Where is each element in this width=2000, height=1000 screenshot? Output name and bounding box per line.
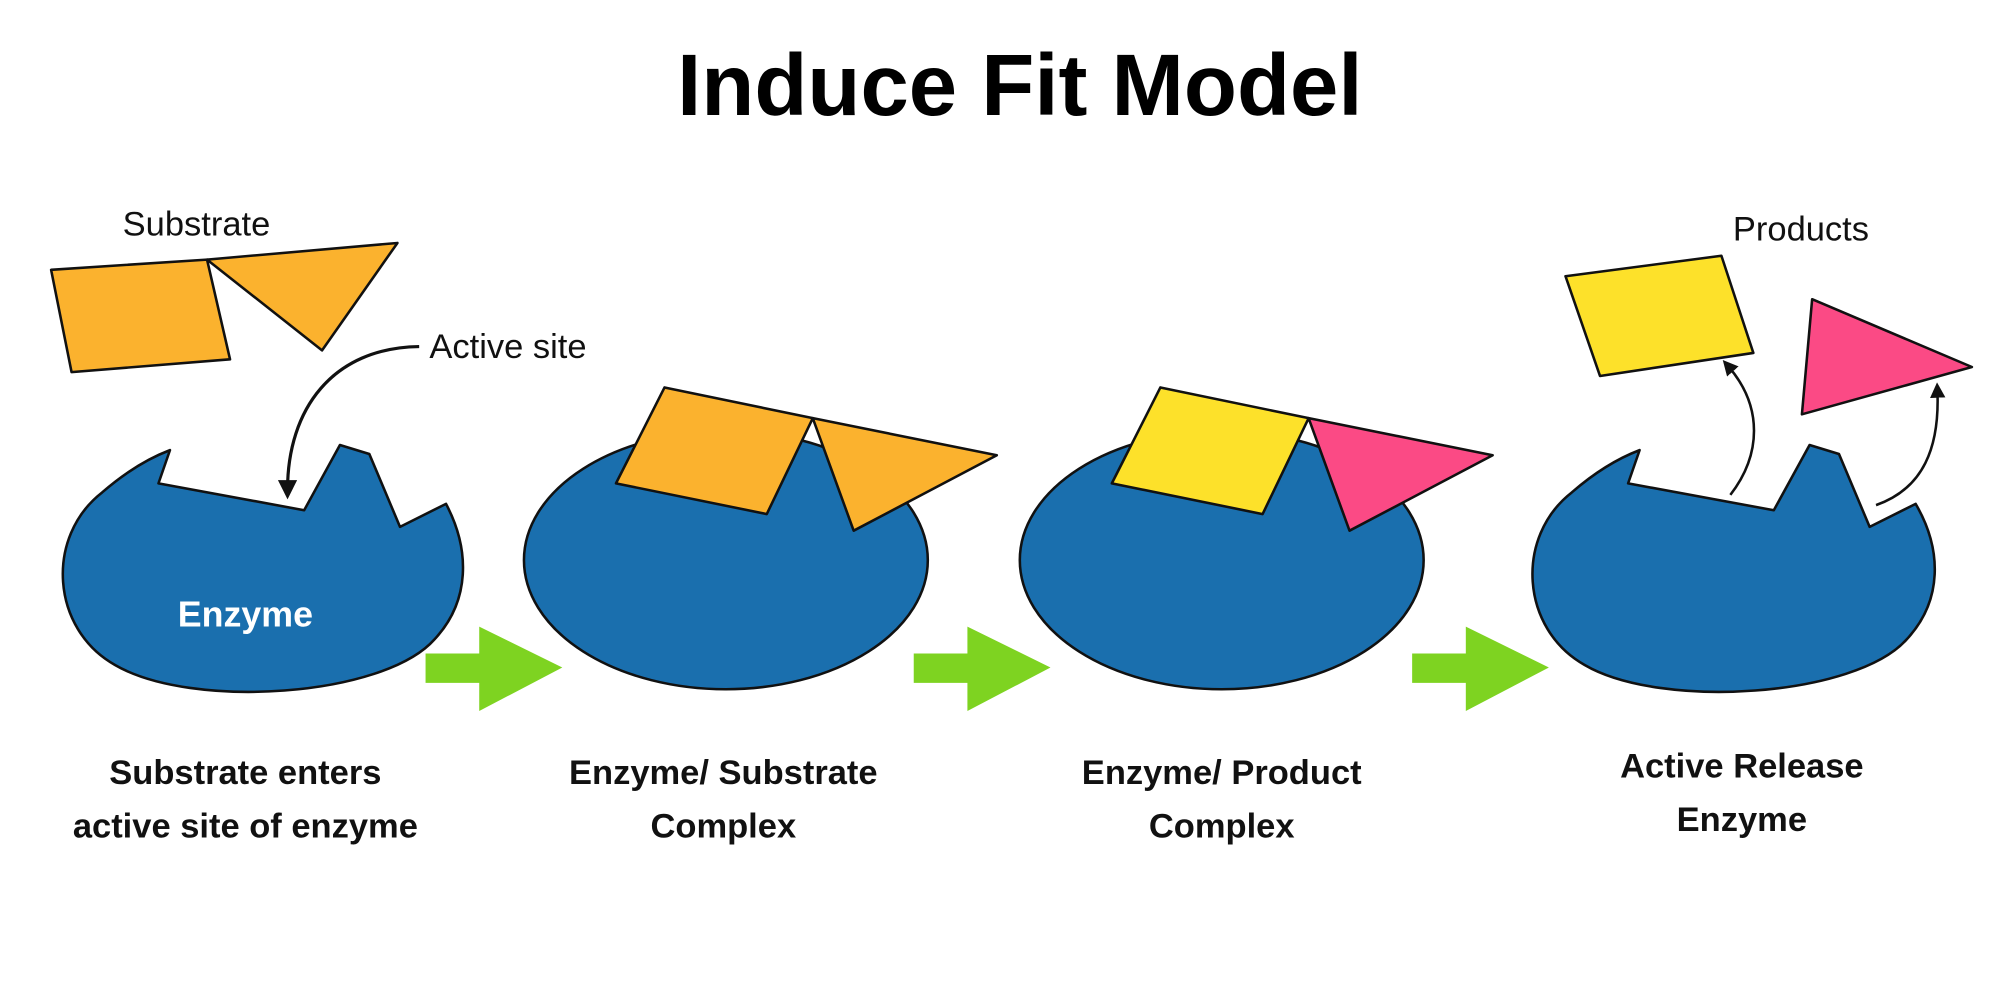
product-square-bound bbox=[1110, 386, 1310, 516]
caption-1-line1: Substrate enters bbox=[109, 754, 381, 792]
caption-3-line2: Complex bbox=[1149, 808, 1295, 846]
caption-1: Substrate enters active site of enzyme bbox=[73, 754, 418, 846]
caption-3-line1: Enzyme/ Product bbox=[1082, 754, 1362, 792]
substrate-square-bound bbox=[614, 386, 815, 516]
enzyme-4 bbox=[1531, 443, 1937, 694]
caption-4-line2: Enzyme bbox=[1677, 801, 1807, 839]
stage-4: Products bbox=[1531, 210, 1974, 694]
caption-1-line2: active site of enzyme bbox=[73, 808, 418, 846]
product-triangle-bound bbox=[1307, 416, 1494, 532]
products-label: Products bbox=[1733, 210, 1869, 248]
enzyme-label: Enzyme bbox=[178, 595, 313, 635]
stage-3 bbox=[1018, 386, 1494, 691]
substrate-triangle-bound bbox=[811, 416, 999, 532]
caption-4: Active Release Enzyme bbox=[1620, 747, 1864, 839]
release-arrow-2 bbox=[1875, 382, 1946, 507]
substrate-triangle bbox=[205, 241, 399, 352]
active-site-label: Active site bbox=[429, 328, 586, 366]
active-site-arrow bbox=[277, 344, 420, 500]
caption-2-line1: Enzyme/ Substrate bbox=[569, 754, 878, 792]
substrate-square bbox=[49, 258, 232, 374]
caption-2-line2: Complex bbox=[650, 808, 796, 846]
release-arrow-1 bbox=[1722, 359, 1756, 496]
product-square bbox=[1564, 254, 1755, 378]
stage-1: Substrate Active site Enzyme bbox=[49, 205, 587, 694]
stage-2 bbox=[522, 386, 999, 691]
caption-2: Enzyme/ Substrate Complex bbox=[569, 754, 878, 846]
step-arrow-3 bbox=[1412, 626, 1549, 711]
enzyme-1 bbox=[61, 443, 465, 694]
caption-4-line1: Active Release bbox=[1620, 747, 1864, 785]
caption-3: Enzyme/ Product Complex bbox=[1082, 754, 1362, 846]
substrate-label: Substrate bbox=[123, 205, 271, 243]
step-arrow-2 bbox=[913, 626, 1051, 711]
step-arrow-1 bbox=[425, 626, 563, 711]
page-title: Induce Fit Model bbox=[677, 37, 1362, 134]
product-triangle bbox=[1800, 297, 1974, 416]
